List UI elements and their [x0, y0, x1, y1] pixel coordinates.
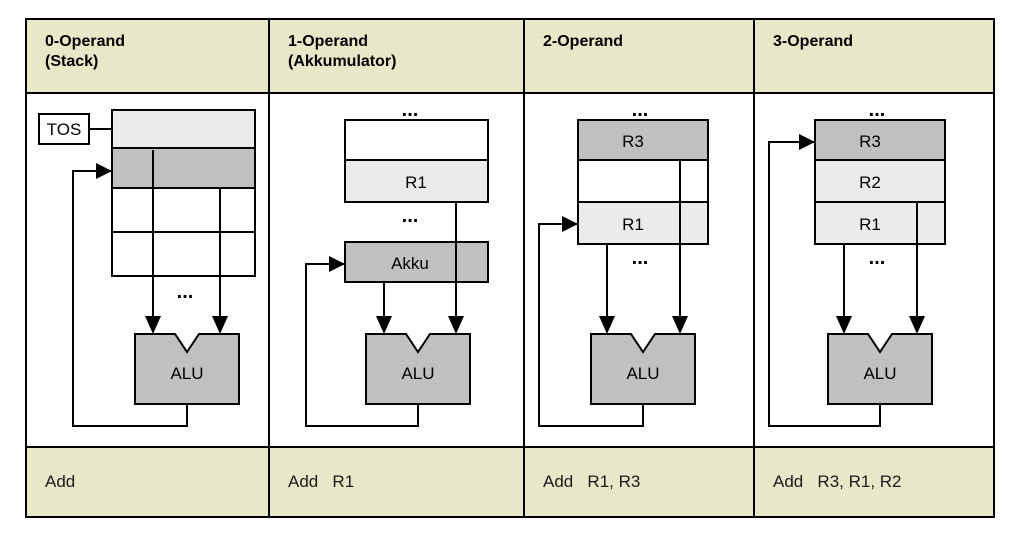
stack-cell-2 — [111, 187, 256, 233]
header-title-line1: 2-Operand — [543, 33, 624, 50]
alu-shape — [827, 333, 933, 405]
result-feedback-path — [305, 263, 419, 427]
instruction-cell-zero-operand: Add — [27, 448, 270, 516]
instruction-text: Add — [45, 472, 76, 491]
alu-label: ALU — [863, 364, 896, 383]
accumulator-diagram: ... R1 ... Akku ALU — [305, 99, 489, 427]
operand-b-arrow-head-icon — [672, 316, 688, 334]
header-cell-one-operand: 1-Operand (Akkumulator) — [270, 20, 525, 94]
operand-a-arrow-head-icon — [836, 316, 852, 334]
stack-ellipsis: ... — [177, 281, 194, 303]
register-cell-2 — [577, 201, 709, 245]
memory-ellipsis-top: ... — [402, 99, 419, 121]
table-instruction-row: Add Add R1 Add R1, R3 Add R3, R1, R2 — [27, 448, 993, 516]
tos-pointer-label: TOS — [47, 120, 82, 139]
instruction-cell-two-operand: Add R1, R3 — [525, 448, 755, 516]
operand-a-arrow-head-icon — [376, 316, 392, 334]
diagram-cell-zero-operand: TOS ... — [27, 94, 270, 448]
three-operand-register-diagram: ... R3 R2 R1 ... ALU — [768, 99, 946, 427]
register-ellipsis-bottom: ... — [632, 247, 649, 269]
register-cell-2-label: R1 — [859, 215, 881, 234]
result-feedback-path — [72, 170, 188, 427]
operand-b-arrow-head-icon — [212, 316, 228, 334]
stack-cell-3 — [111, 231, 256, 277]
diagram-cell-one-operand: ... R1 ... Akku ALU — [270, 94, 525, 448]
stack-cell-0 — [111, 109, 256, 149]
header-title-line1: 3-Operand — [773, 33, 854, 50]
result-feedback-path — [768, 141, 881, 427]
table-header-row: 0-Operand (Stack) 1-Operand (Akkumulator… — [27, 20, 993, 94]
register-cell-0-label: R3 — [859, 132, 881, 151]
alu-label: ALU — [626, 364, 659, 383]
register-ellipsis-top: ... — [869, 99, 886, 121]
register-cell-1 — [814, 159, 946, 203]
header-cell-two-operand: 2-Operand — [525, 20, 755, 94]
alu-shape — [365, 333, 471, 405]
diagram-cell-three-operand: ... R3 R2 R1 ... ALU — [755, 94, 993, 448]
result-feedback-arrow-head-icon — [329, 256, 345, 272]
operand-format-table: 0-Operand (Stack) 1-Operand (Akkumulator… — [25, 18, 995, 518]
result-feedback-arrow-head-icon — [799, 134, 815, 150]
stack-diagram: TOS ... — [38, 109, 256, 427]
memory-ellipsis-bottom: ... — [402, 205, 419, 227]
operand-b-arrow-head-icon — [448, 316, 464, 334]
alu-label: ALU — [170, 364, 203, 383]
diagram-cell-two-operand: ... R3 R1 ... ALU — [525, 94, 755, 448]
header-title-line1: 0-Operand — [45, 33, 126, 50]
header-title-line2: (Stack) — [45, 53, 99, 70]
stack-cell-1 — [111, 147, 256, 189]
operand-b-arrow-head-icon — [909, 316, 925, 334]
header-cell-zero-operand: 0-Operand (Stack) — [27, 20, 270, 94]
tos-pointer-box — [38, 113, 90, 145]
register-cell-2 — [814, 201, 946, 245]
result-feedback-arrow-head-icon — [96, 163, 112, 179]
accumulator-box — [344, 241, 489, 283]
table-diagram-row: TOS ... — [27, 94, 993, 448]
result-feedback-arrow-head-icon — [562, 216, 578, 232]
instruction-cell-three-operand: Add R3, R1, R2 — [755, 448, 993, 516]
memory-cell-1 — [344, 159, 489, 203]
register-cell-2-label: R1 — [622, 215, 644, 234]
header-title-line2: (Akkumulator) — [288, 53, 397, 70]
operand-a-arrow-head-icon — [599, 316, 615, 334]
instruction-text: Add R1 — [288, 472, 355, 491]
instruction-text: Add R1, R3 — [543, 472, 641, 491]
two-operand-register-diagram: ... R3 R1 ... ALU — [538, 99, 709, 427]
memory-cell-0 — [344, 119, 489, 161]
register-cell-1-label: R2 — [859, 173, 881, 192]
instruction-text: Add R3, R1, R2 — [773, 472, 902, 491]
accumulator-label: Akku — [391, 254, 429, 273]
alu-label: ALU — [401, 364, 434, 383]
header-title-line1: 1-Operand — [288, 33, 369, 50]
register-cell-0-label: R3 — [622, 132, 644, 151]
result-feedback-path — [538, 223, 644, 427]
register-ellipsis-bottom: ... — [869, 247, 886, 269]
register-ellipsis-top: ... — [632, 99, 649, 121]
alu-shape — [590, 333, 696, 405]
memory-cell-1-label: R1 — [405, 173, 427, 192]
header-cell-three-operand: 3-Operand — [755, 20, 993, 94]
alu-shape — [134, 333, 240, 405]
instruction-cell-one-operand: Add R1 — [270, 448, 525, 516]
register-cell-1 — [577, 159, 709, 203]
operand-a-arrow-head-icon — [145, 316, 161, 334]
